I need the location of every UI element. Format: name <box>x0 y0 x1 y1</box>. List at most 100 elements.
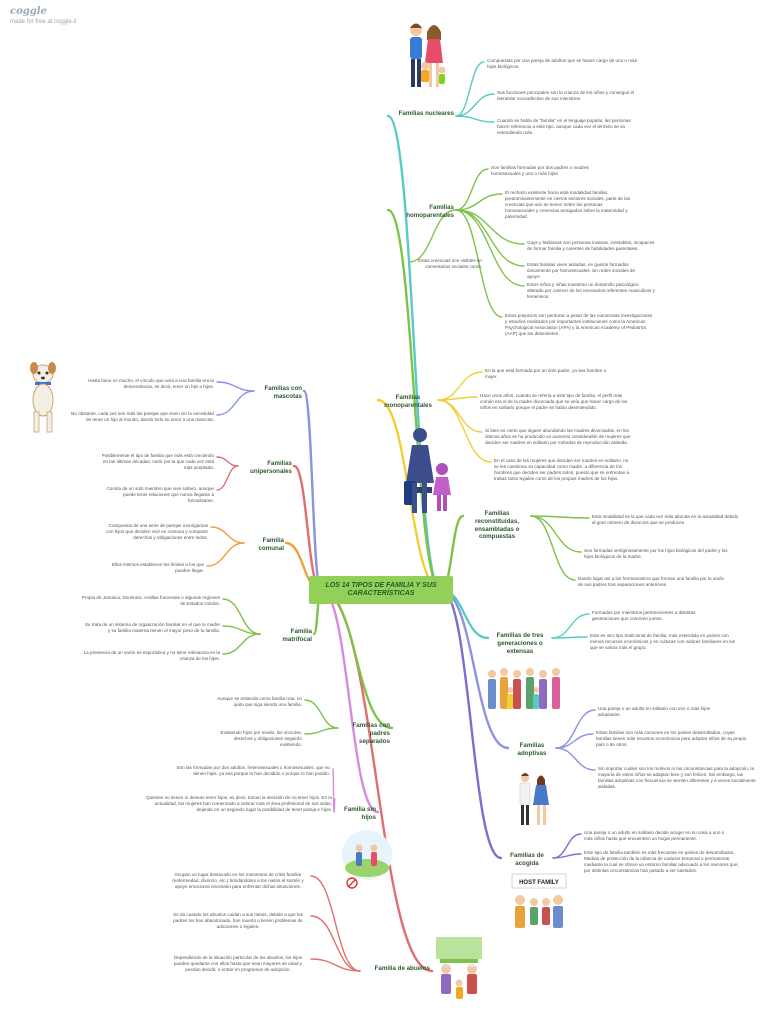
leaf-2-2[interactable]: Si bien es cierto que siguen abundando l… <box>485 428 631 445</box>
leaf-connector-7-2 <box>310 958 361 972</box>
leaf-connector-9-1 <box>304 727 339 735</box>
leaf-10-0[interactable]: Propia de Jamaica, Dominica, Antillas fr… <box>81 595 220 606</box>
leaf-3-1[interactable]: Son formadas vertiginosamente por los hi… <box>584 548 728 559</box>
branch-0[interactable]: Familias nucleares <box>398 110 454 117</box>
leaf-1-6[interactable]: Estos prejuicios son perduran a pesar de… <box>505 313 653 336</box>
leaf-13-1[interactable]: No obstante, cada vez son más las pareja… <box>70 411 214 422</box>
leaf-1-1[interactable]: El rechazo existente hacia esta modalida… <box>505 190 631 219</box>
leaf-connector-3-1 <box>530 515 582 553</box>
leaf-9-1[interactable]: Existiendo hijos por medio, los vínculos… <box>220 730 302 747</box>
leaf-connector-10-2 <box>222 633 261 655</box>
leaf-7-2[interactable]: Dependiendo de la situación particular d… <box>173 955 303 972</box>
leaf-11-1[interactable]: Ellos mismos establecen los límites a lo… <box>111 562 204 573</box>
leaf-4-0[interactable]: Formadas por miembros pertenecientes a d… <box>592 610 696 621</box>
family-nuclear-illustration <box>410 23 446 87</box>
leaf-6-1[interactable]: Este tipo de familia también es más frec… <box>584 850 739 873</box>
branch-5[interactable]: Familias adoptivas <box>517 742 547 757</box>
leaf-connector-0-0 <box>455 61 485 117</box>
leaf-12-0[interactable]: Posiblemente el tipo de familia que más … <box>101 453 214 470</box>
branch-3[interactable]: Familias reconstituidas, ensambladas o c… <box>474 510 520 541</box>
host-family-sign: HOST FAMILY <box>519 880 559 886</box>
leaf-connector-4-1 <box>551 636 588 639</box>
central-topic[interactable]: LOS 14 TIPOS DE FAMILIA Y SUS CARACTERÍS… <box>309 576 453 604</box>
leaf-connector-10-0 <box>222 598 261 635</box>
adoptive-family-illustration <box>519 773 549 825</box>
leaf-connector-7-1 <box>310 915 361 972</box>
branch-4[interactable]: Familias de tres generaciones o extensas <box>496 632 544 655</box>
branch-10[interactable]: Familia matrifocal <box>282 628 312 643</box>
leaf-2-1[interactable]: Hace unos años, cuando se refería a este… <box>480 393 628 410</box>
single-parent-illustration <box>404 428 451 513</box>
dog-illustration <box>30 362 56 433</box>
branch-7[interactable]: Familia de abuelos <box>374 965 430 972</box>
leaf-1-0[interactable]: Son familias formadas por dos padres o m… <box>491 165 589 176</box>
branch-12[interactable]: Familias unipersonales <box>250 460 292 475</box>
leaf-0-1[interactable]: Sus funciones principales son la crianza… <box>497 90 635 101</box>
branch-1[interactable]: Familias homoparentales <box>406 204 454 219</box>
leaf-1-5[interactable]: Estos niños y niñas muestran un desarrol… <box>527 282 655 299</box>
leaf-connector-8-1 <box>333 798 336 813</box>
leaf-1-2[interactable]: Estas creencias son visibles en comentar… <box>418 258 482 269</box>
leaf-3-0[interactable]: Esta modalidad es la que cada vez más ab… <box>592 514 739 525</box>
leaf-8-1[interactable]: Quienes no tienen ni desean tener hijos,… <box>146 795 332 812</box>
leaf-connector-11-1 <box>206 542 245 567</box>
leaf-11-0[interactable]: Compuesta de una serie de parejas monóga… <box>106 523 208 540</box>
leaf-connector-0-2 <box>455 115 495 123</box>
leaf-2-3[interactable]: En el caso de las mujeres que deciden se… <box>494 458 630 481</box>
leaf-10-2[interactable]: La presencia de un varón es esporádica y… <box>83 650 220 661</box>
leaf-8-0[interactable]: Son las formadas por dos adultos, hetero… <box>176 765 330 776</box>
leaf-connector-13-1 <box>216 390 255 416</box>
leaf-10-1[interactable]: Se trata de un sistema de organización f… <box>84 622 220 633</box>
leaf-connector-5-2 <box>555 747 596 771</box>
leaf-connector-2-1 <box>437 396 478 401</box>
branch-11[interactable]: Familia comunal <box>258 537 284 552</box>
leaf-connector-12-1 <box>216 465 239 491</box>
leaf-connector-5-1 <box>555 733 594 749</box>
no-children-sign-icon <box>346 877 358 889</box>
leaf-7-0[interactable]: Ocupan un lugar destacado en los momento… <box>172 872 304 889</box>
leaf-5-1[interactable]: Estas familias son más comunes en los pa… <box>596 730 747 747</box>
leaf-3-2[interactable]: Dando lugar así a los hermanastros que f… <box>578 576 725 587</box>
leaf-connector-13-0 <box>216 381 255 392</box>
leaf-2-0[interactable]: En la que está formada por un solo padre… <box>485 368 607 379</box>
leaf-connector-2-3 <box>437 399 492 463</box>
leaf-5-2[interactable]: Sin importar cuáles son los motivos ni l… <box>598 766 756 789</box>
leaf-4-1[interactable]: Este es otro tipo tradicional de familia… <box>590 633 736 650</box>
leaf-1-4[interactable]: Estas familias viven aisladas, en guetos… <box>527 262 636 279</box>
leaf-connector-0-1 <box>455 93 495 117</box>
branch-9[interactable]: Familias con padres separados <box>352 722 390 745</box>
leaf-1-3[interactable]: Gays y lesbianas son personas insanas, i… <box>527 240 655 251</box>
branch-2[interactable]: Familias monoparentales <box>384 394 432 409</box>
couple-no-children-illustration <box>342 830 392 880</box>
leaf-0-0[interactable]: Compuestas por una pareja de adultos que… <box>487 58 637 69</box>
foster-family-illustration: HOST FAMILY <box>511 873 567 928</box>
leaf-connector-7-0 <box>310 875 361 972</box>
leaf-6-0[interactable]: Una pareja o un adulto en solitario deci… <box>584 830 725 841</box>
leaf-connector-5-0 <box>555 709 596 749</box>
leaf-connector-4-0 <box>551 613 590 639</box>
leaf-9-0[interactable]: Aunque se entienda como familia rota, no… <box>217 696 302 707</box>
leaf-connector-3-2 <box>530 515 576 581</box>
leaf-7-1[interactable]: Se da cuando los abuelos cuidan a sus ni… <box>173 912 303 929</box>
branch-13[interactable]: Familias con mascotas <box>264 385 302 400</box>
leaf-12-1[interactable]: Consta de un solo miembro que vive solte… <box>106 486 214 503</box>
branch-8[interactable]: Familia sin hijos <box>344 806 376 821</box>
leaf-connector-9-0 <box>304 699 339 729</box>
leaf-13-0[interactable]: Hasta hace no mucho, el vínculo que unía… <box>88 378 214 389</box>
leaf-connector-1-1 <box>455 193 503 211</box>
leaf-0-2[interactable]: Cuando se habla de "familia" en el lengu… <box>497 118 631 135</box>
branch-connector-7 <box>319 588 434 973</box>
brand-header: coggle made for free at coggle.it <box>10 6 76 25</box>
leaf-5-0[interactable]: Una pareja o un adulto en solitario con … <box>598 706 711 717</box>
branch-connector-9 <box>319 588 394 730</box>
leaf-connector-12-0 <box>216 456 239 467</box>
branch-connector-1 <box>386 208 443 592</box>
leaf-connector-1-5 <box>455 209 525 287</box>
coggle-logo[interactable]: coggle <box>10 6 47 17</box>
leaf-connector-1-2 <box>408 209 457 263</box>
branch-6[interactable]: Familias de acogida <box>510 852 544 867</box>
leaf-connector-1-0 <box>455 168 489 211</box>
grandparents-illustration <box>436 937 482 999</box>
leaf-connector-11-0 <box>210 526 245 544</box>
